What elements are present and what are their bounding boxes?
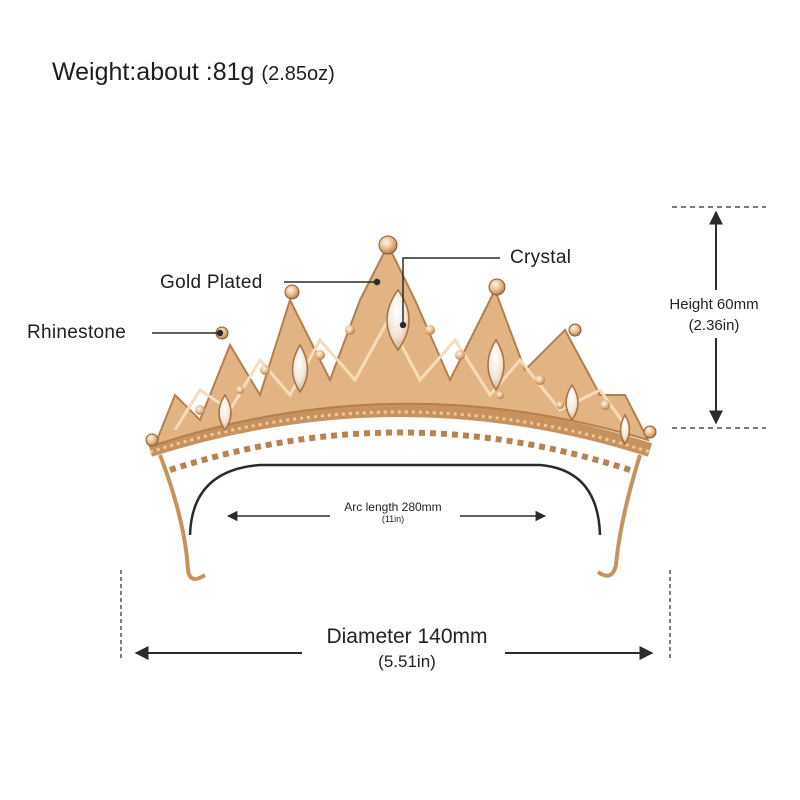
diameter-dimension	[120, 570, 671, 660]
left-hook	[158, 454, 207, 581]
height-label: Height 60mm (2.36in)	[662, 294, 766, 336]
gold-plated-leader-dot	[373, 278, 381, 286]
arc-length-label: Arc length 280mm (11in)	[313, 500, 473, 524]
diameter-label: Diameter 140mm (5.51in)	[300, 624, 514, 674]
crystal-leader-dot	[399, 321, 407, 329]
weight-value: Weight:about :81g	[52, 58, 255, 86]
tiara-band-stones	[149, 410, 651, 454]
arc-dimension	[188, 463, 602, 536]
gold-plated-label: Gold Plated	[160, 272, 263, 293]
arc-curve	[188, 463, 602, 536]
right-hook	[596, 454, 642, 578]
arc-length-value: Arc length 280mm	[344, 500, 442, 514]
arc-length-imperial: (11in)	[381, 514, 405, 524]
tiara-band	[147, 403, 653, 457]
rhinestone-label: Rhinestone	[27, 322, 127, 343]
diameter-value: Diameter 140mm	[326, 625, 488, 648]
weight-ounces: (2.85oz)	[261, 63, 335, 85]
rhinestone-leader-dot	[216, 329, 224, 337]
weight-label: Weight:about :81g (2.85oz)	[52, 58, 335, 87]
height-value: Height 60mm	[669, 296, 759, 313]
height-imperial: (2.36in)	[688, 317, 740, 334]
crystal-label: Crystal	[510, 247, 572, 268]
diameter-imperial: (5.51in)	[378, 652, 436, 671]
callout-lines	[152, 257, 500, 337]
tiara-lower-band	[169, 429, 631, 473]
height-dimension	[672, 206, 766, 429]
crystal-leader	[402, 257, 500, 323]
